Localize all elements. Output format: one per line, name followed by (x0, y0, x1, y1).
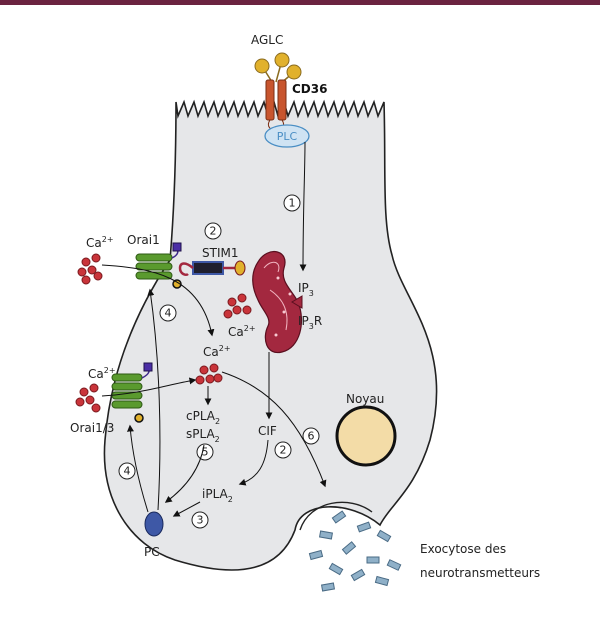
step-1-marker (283, 194, 301, 212)
step-6-marker (302, 427, 320, 445)
er-calcium-cluster (223, 293, 252, 319)
pc-molecule (144, 511, 164, 537)
step-1-number: 1 (289, 197, 296, 210)
step-4-number-lower: 4 (124, 465, 131, 478)
nucleus (335, 405, 397, 467)
stim1-label: STIM1 (202, 246, 238, 260)
arrow-pc-to-orai13 (126, 424, 149, 513)
nucleus-label: Noyau (346, 392, 384, 406)
arrow-ipla2-to-pc (172, 501, 201, 517)
step-5-number: 5 (202, 446, 209, 459)
aglc-ligand (254, 52, 302, 85)
orai13-channel (111, 362, 153, 423)
calcium-cluster-center (195, 363, 223, 385)
step-3-number: 3 (197, 514, 204, 527)
cif-label: CIF (258, 424, 277, 438)
stim1-protein (178, 260, 246, 276)
orai13-label: Orai1/3 (70, 421, 114, 435)
arrow-cif-to-ipla2 (238, 439, 269, 486)
top-accent-bar (0, 0, 600, 5)
step-2-number-top: 2 (210, 225, 217, 238)
ip3-label: IP3 (298, 281, 314, 298)
er-calcium-label: Ca2+ (228, 324, 256, 339)
step-2-marker-cif (274, 441, 292, 459)
endoplasmic-reticulum (252, 251, 303, 354)
calcium-label-center: Ca2+ (203, 344, 231, 359)
neurotransmitter-vesicles (308, 510, 402, 592)
exocytosis-label-line1: Exocytose des (420, 542, 506, 556)
aglc-label: AGLC (251, 33, 283, 47)
step-4-number-upper: 4 (165, 307, 172, 320)
step-2-number-cif: 2 (280, 444, 287, 457)
calcium-label-left: Ca2+ (88, 366, 116, 381)
exocytosis-pocket (299, 501, 373, 531)
calcium-cluster-left (75, 383, 101, 413)
step-3-marker (191, 511, 209, 529)
cpla2-label: cPLA2 (186, 409, 220, 426)
step-4-marker-lower (118, 462, 136, 480)
orai1-channel (135, 242, 182, 289)
ip3r-label: IP3R (298, 314, 322, 331)
orai1-label: Orai1 (127, 233, 160, 247)
ip3-receptor-icon (291, 295, 303, 309)
plc-enzyme (264, 124, 310, 148)
step-6-number: 6 (308, 430, 315, 443)
calcium-label-top: Ca2+ (86, 235, 114, 250)
step-4-marker-upper (159, 304, 177, 322)
arrow-orai13-to-calcium (101, 377, 197, 397)
exocytosis-label-line2: neurotransmetteurs (420, 566, 540, 580)
plc-label: PLC (277, 130, 298, 143)
arrow-plc-to-ip3 (299, 141, 307, 272)
ipla2-label: iPLA2 (202, 487, 233, 504)
arrow-pc-to-orai1 (147, 288, 161, 511)
spla2-label: sPLA2 (186, 427, 220, 444)
arrow-orai1-to-calcium (101, 264, 215, 337)
arrow-calcium-to-exocytosis (221, 371, 327, 488)
calcium-cluster-top (77, 253, 103, 285)
pc-label: PC (144, 545, 160, 559)
cd36-label: CD36 (292, 82, 327, 96)
arrow-spla2-to-pc (164, 444, 205, 503)
step-2-marker-top (204, 222, 222, 240)
